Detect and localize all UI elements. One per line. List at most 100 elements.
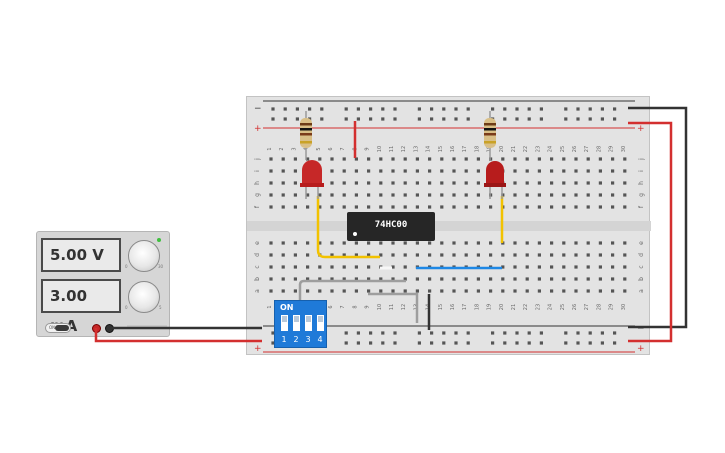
dip-switch-2[interactable]: [293, 315, 300, 331]
hole[interactable]: [354, 265, 358, 269]
hole[interactable]: [281, 157, 285, 161]
hole[interactable]: [281, 241, 285, 245]
hole[interactable]: [452, 169, 456, 173]
positive-terminal[interactable]: [92, 324, 101, 333]
hole[interactable]: [564, 341, 568, 345]
hole[interactable]: [564, 107, 568, 111]
hole[interactable]: [344, 341, 348, 345]
hole[interactable]: [403, 169, 407, 173]
hole[interactable]: [503, 331, 507, 335]
hole[interactable]: [598, 193, 602, 197]
voltage-knob[interactable]: [128, 240, 160, 272]
hole[interactable]: [293, 181, 297, 185]
hole[interactable]: [430, 341, 434, 345]
hole[interactable]: [308, 117, 312, 121]
hole[interactable]: [293, 205, 297, 209]
hole[interactable]: [489, 169, 493, 173]
hole[interactable]: [513, 181, 517, 185]
hole[interactable]: [293, 265, 297, 269]
hole[interactable]: [452, 157, 456, 161]
hole[interactable]: [623, 181, 627, 185]
hole[interactable]: [525, 241, 529, 245]
hole[interactable]: [391, 205, 395, 209]
hole[interactable]: [611, 193, 615, 197]
hole[interactable]: [367, 289, 371, 293]
hole[interactable]: [550, 205, 554, 209]
hole[interactable]: [454, 341, 458, 345]
hole[interactable]: [501, 193, 505, 197]
hole[interactable]: [525, 169, 529, 173]
hole[interactable]: [586, 169, 590, 173]
hole[interactable]: [574, 169, 578, 173]
hole[interactable]: [356, 341, 360, 345]
hole[interactable]: [574, 241, 578, 245]
hole[interactable]: [623, 289, 627, 293]
hole[interactable]: [403, 277, 407, 281]
hole[interactable]: [306, 193, 310, 197]
hole[interactable]: [354, 193, 358, 197]
hole[interactable]: [476, 181, 480, 185]
hole[interactable]: [440, 241, 444, 245]
hole[interactable]: [476, 157, 480, 161]
hole[interactable]: [269, 289, 273, 293]
hole[interactable]: [318, 277, 322, 281]
hole[interactable]: [576, 331, 580, 335]
hole[interactable]: [525, 265, 529, 269]
hole[interactable]: [271, 331, 275, 335]
hole[interactable]: [281, 193, 285, 197]
hole[interactable]: [281, 277, 285, 281]
hole[interactable]: [464, 157, 468, 161]
hole[interactable]: [342, 157, 346, 161]
hole[interactable]: [367, 193, 371, 197]
hole[interactable]: [369, 107, 373, 111]
hole[interactable]: [598, 205, 602, 209]
hole[interactable]: [574, 193, 578, 197]
hole[interactable]: [454, 117, 458, 121]
hole[interactable]: [588, 341, 592, 345]
hole[interactable]: [318, 181, 322, 185]
hole[interactable]: [342, 205, 346, 209]
hole[interactable]: [269, 253, 273, 257]
hole[interactable]: [417, 107, 421, 111]
hole[interactable]: [454, 107, 458, 111]
hole[interactable]: [367, 181, 371, 185]
hole[interactable]: [476, 241, 480, 245]
hole[interactable]: [539, 331, 543, 335]
hole[interactable]: [489, 205, 493, 209]
hole[interactable]: [600, 107, 604, 111]
hole[interactable]: [269, 205, 273, 209]
power-supply[interactable]: 5.00 V 3.00 mA 0 30 0 5 ON: [36, 231, 170, 337]
hole[interactable]: [330, 253, 334, 257]
hole[interactable]: [491, 341, 495, 345]
hole[interactable]: [330, 169, 334, 173]
hole[interactable]: [464, 289, 468, 293]
hole[interactable]: [403, 289, 407, 293]
hole[interactable]: [440, 205, 444, 209]
hole[interactable]: [379, 169, 383, 173]
hole[interactable]: [430, 117, 434, 121]
hole[interactable]: [501, 169, 505, 173]
hole[interactable]: [489, 241, 493, 245]
hole[interactable]: [269, 193, 273, 197]
hole[interactable]: [537, 193, 541, 197]
hole[interactable]: [452, 277, 456, 281]
hole[interactable]: [369, 331, 373, 335]
hole[interactable]: [527, 331, 531, 335]
hole[interactable]: [440, 181, 444, 185]
hole[interactable]: [464, 181, 468, 185]
hole[interactable]: [562, 205, 566, 209]
hole[interactable]: [320, 107, 324, 111]
hole[interactable]: [586, 193, 590, 197]
hole[interactable]: [598, 265, 602, 269]
hole[interactable]: [491, 117, 495, 121]
hole[interactable]: [586, 157, 590, 161]
hole[interactable]: [489, 289, 493, 293]
hole[interactable]: [611, 169, 615, 173]
hole[interactable]: [271, 107, 275, 111]
hole[interactable]: [576, 341, 580, 345]
hole[interactable]: [428, 289, 432, 293]
hole[interactable]: [466, 107, 470, 111]
hole[interactable]: [550, 253, 554, 257]
hole[interactable]: [464, 205, 468, 209]
hole[interactable]: [342, 169, 346, 173]
